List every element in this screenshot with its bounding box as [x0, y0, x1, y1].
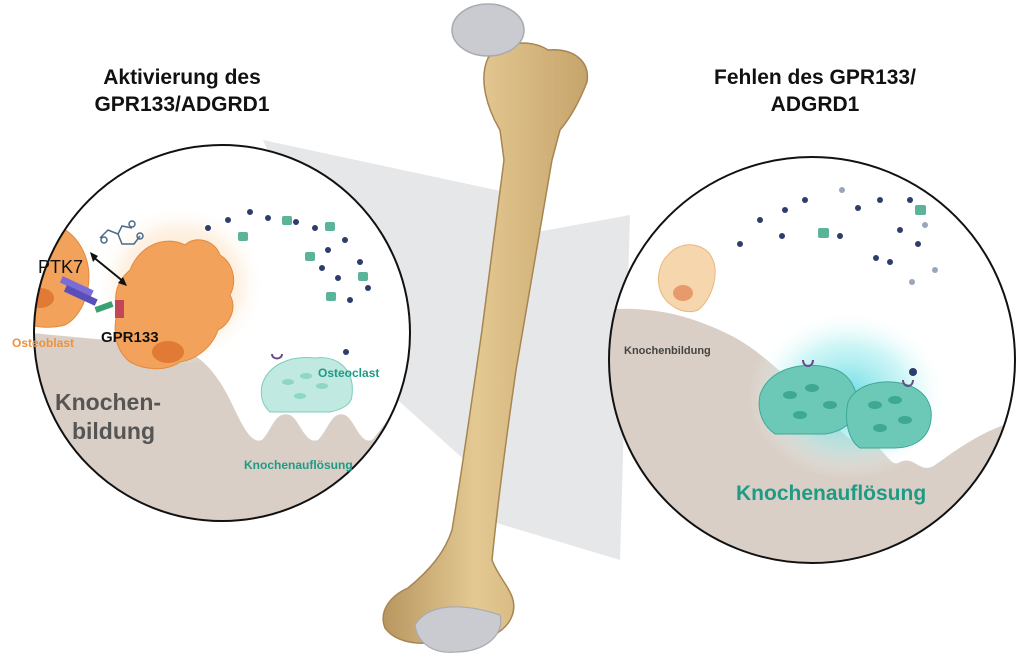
gpr133-label: GPR133 [101, 329, 159, 346]
ptk7-bar-purple [59, 276, 94, 297]
arrow-head-b [118, 277, 127, 286]
right-zoom-circle [608, 156, 1016, 564]
right-panel-title: Fehlen des GPR133/ ADGRD1 [700, 64, 930, 118]
left-zoom-circle [33, 144, 411, 522]
osteoclast-label: Osteoclast [318, 366, 380, 380]
ptk7-bar-purple-2 [63, 285, 98, 306]
right-title-line-2: ADGRD1 [770, 93, 860, 116]
interaction-arrow [91, 255, 125, 283]
arrow-head-a [90, 252, 98, 262]
bone-resorption-label-left: Knochenauflösung [244, 458, 353, 472]
signal-particles-right [737, 197, 921, 376]
osteoclast-cell [260, 356, 353, 413]
faded-particles-right [839, 187, 938, 285]
osteoblast-nucleus-left [34, 288, 54, 308]
femur-head [451, 3, 525, 57]
left-title-line-1: Aktivierung des [103, 66, 261, 89]
ligand-bar-green [94, 301, 114, 313]
osteoclast-receptor-right-2 [902, 379, 914, 387]
osteoblast-label: Osteoblast [12, 336, 75, 350]
left-title-line-2: GPR133/ADGRD1 [94, 93, 270, 116]
bone-formation-line-1: Knochen- [55, 389, 162, 415]
osteoclast-receptor-right-1 [802, 359, 814, 367]
osteoblast-nucleus-main [152, 341, 184, 363]
bone-resorption-label-right: Knochenauflösung [736, 482, 927, 505]
rankl-proteins-right [818, 205, 926, 238]
femur-condyle-cartilage [414, 606, 502, 653]
bone-formation-line-2: bildung [71, 418, 155, 444]
signal-particles-left [205, 209, 371, 355]
gpr133-receptor [115, 300, 124, 318]
bone-formation-label-right: Knochenbildung [624, 345, 711, 357]
left-panel-title: Aktivierung des GPR133/ADGRD1 [62, 64, 302, 118]
bone-formation-label-left: Knochen- bildung [55, 388, 162, 446]
right-title-line-1: Fehlen des GPR133/ [714, 66, 916, 89]
osteoblast-cell-small [657, 244, 716, 313]
osteoblast-small-nucleus [673, 285, 693, 301]
ligand-molecule-icon [99, 220, 144, 245]
femur-bone [382, 3, 589, 653]
osteoblast-cell-main [114, 239, 235, 370]
osteoclast-cell-right-2 [846, 381, 932, 449]
osteoclast-cell-right-1 [758, 364, 858, 435]
ptk7-label: PTK7 [38, 257, 84, 277]
rankl-proteins-left [238, 216, 368, 301]
osteoclast-receptor-left [271, 353, 283, 360]
